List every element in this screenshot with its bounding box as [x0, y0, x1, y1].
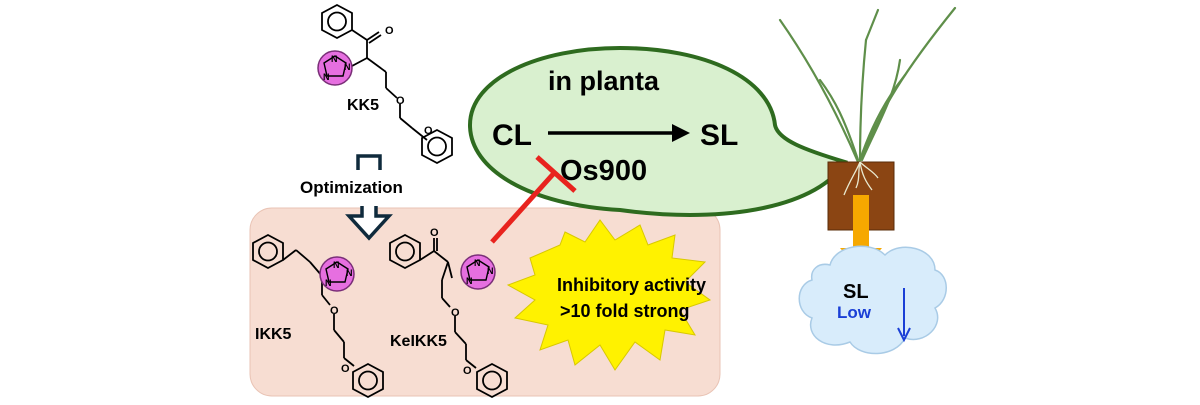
- kk5-structure: [321, 3, 453, 165]
- kk5-ether-oxygen-label: O: [396, 95, 405, 107]
- inhibition-bar: [535, 155, 577, 193]
- kk5-triazole-icon: N N N: [317, 50, 353, 86]
- kk5-phenoxy-oxygen-label: O: [424, 125, 433, 137]
- keikk5-ketone-oxygen-label: O: [430, 227, 439, 239]
- activity-burst: [506, 219, 712, 371]
- svg-text:N: N: [474, 258, 481, 268]
- svg-text:N: N: [323, 72, 330, 82]
- sl-cloud: [798, 245, 947, 355]
- conversion-arrowhead: [672, 124, 690, 142]
- optimization-arrow-top-bracket: [356, 154, 382, 170]
- keikk5-label: KeIKK5: [390, 333, 447, 350]
- kk5-label: KK5: [347, 97, 379, 114]
- burst-line-1: Inhibitory activity: [557, 275, 706, 295]
- inhibition-line: [490, 170, 557, 244]
- decrease-arrowhead: [897, 327, 911, 343]
- svg-text:N: N: [346, 268, 353, 278]
- svg-text:N: N: [487, 266, 494, 276]
- keikk5-ether-oxygen-label: O: [451, 307, 460, 319]
- bubble-title: in planta: [548, 66, 660, 96]
- cloud-low-label: Low: [837, 303, 872, 322]
- enzyme-label: Os900: [560, 155, 647, 187]
- ikk5-triazole-icon: N N N: [319, 256, 355, 292]
- keikk5-structure: [389, 233, 508, 399]
- ikk5-phenoxy-oxygen-label: O: [341, 363, 350, 375]
- keikk5-triazole-icon: N N N: [460, 254, 496, 290]
- rice-plant-icon: [778, 6, 957, 164]
- cloud-sl-label: SL: [843, 281, 869, 303]
- ikk5-structure: [252, 233, 384, 399]
- svg-text:N: N: [325, 278, 332, 288]
- svg-text:N: N: [466, 276, 473, 286]
- kk5-oxygen-label: O: [385, 25, 394, 37]
- optimization-arrow-head: [345, 206, 393, 241]
- svg-text:N: N: [344, 62, 351, 72]
- product-label: SL: [700, 119, 738, 152]
- ikk5-ether-oxygen-label: O: [330, 305, 339, 317]
- optimization-label: Optimization: [300, 178, 403, 197]
- svg-text:N: N: [331, 54, 338, 64]
- transport-arrow-shaft: [853, 195, 869, 250]
- svg-text:N: N: [333, 260, 340, 270]
- ikk5-label: IKK5: [255, 326, 292, 343]
- substrate-label: CL: [492, 119, 532, 152]
- roots-icon: [843, 161, 879, 196]
- burst-line-2: >10 fold strong: [560, 301, 690, 321]
- keikk5-phenoxy-oxygen-label: O: [463, 365, 472, 377]
